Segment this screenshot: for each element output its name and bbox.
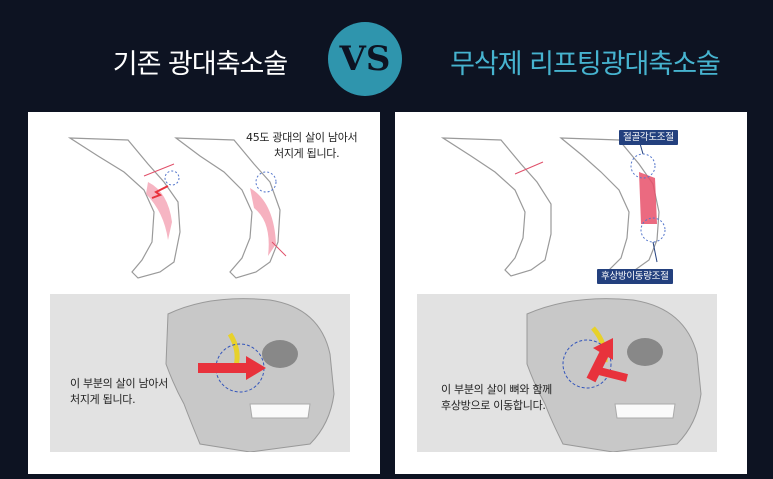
eye-socket-right [627, 338, 663, 366]
right-skull-box: 이 부분의 살이 뼈와 함께 후상방으로 이동합니다. [417, 294, 717, 452]
right-bottom-note-line-2: 후상방으로 이동합니다. [441, 399, 546, 412]
blue-circle-left [164, 170, 180, 186]
red-highlight-2 [250, 188, 276, 256]
blue-circle-left-2 [255, 171, 277, 193]
left-top-note-line-1: 45도 광대의 살이 남아서 [246, 131, 358, 144]
red-arrowhead-skull-left [246, 356, 266, 380]
teeth-right [614, 403, 676, 419]
right-skull-illustration [526, 298, 702, 452]
red-highlight-right [639, 172, 657, 224]
bone-shape-2 [174, 137, 281, 279]
vs-badge: VS [328, 22, 402, 96]
right-bottom-note: 이 부분의 살이 뼈와 함께 후상방으로 이동합니다. [441, 382, 552, 414]
left-skull-box: 이 부분의 살이 남아서 처지게 됩니다. [50, 294, 350, 452]
cut-line-2 [271, 241, 287, 257]
blue-circle-right-bottom [640, 217, 666, 243]
red-arrow-skull-right-2 [594, 366, 628, 382]
red-arrowhead-skull-right [593, 338, 613, 360]
dashed-circle-skull-right [562, 339, 612, 389]
right-panel: 절골각도조절 후상방이동량조절 이 부분의 살이 뼈와 함께 후상방으로 이동합… [395, 112, 747, 474]
right-title: 무삭제 리프팅광대축소술 [450, 49, 721, 80]
arrow-red-left [151, 185, 169, 199]
left-bottom-note-line-2: 처지게 됩니다. [70, 393, 136, 406]
red-highlight-1 [146, 182, 172, 240]
angle-adjust-tag: 절골각도조절 [619, 130, 678, 145]
vs-label: VS [339, 39, 391, 79]
posterior-move-tag: 후상방이동량조절 [597, 269, 673, 284]
left-skull-illustration [165, 298, 335, 452]
left-top-note-line-2: 처지게 됩니다. [274, 147, 340, 160]
cut-line-1 [143, 163, 175, 177]
cut-line-3 [514, 161, 544, 175]
left-top-note: 45도 광대의 살이 남아서 처지게 됩니다. [246, 130, 358, 162]
bone-shape-3 [440, 137, 552, 277]
left-title: 기존 광대축소술 [112, 49, 288, 80]
eye-socket-left [262, 340, 298, 368]
teeth-left [249, 403, 311, 419]
left-bottom-note: 이 부분의 살이 남아서 처지게 됩니다. [70, 376, 168, 408]
left-bottom-note-line-1: 이 부분의 살이 남아서 [70, 377, 168, 390]
left-panel: 45도 광대의 살이 남아서 처지게 됩니다. 이 부분의 살이 남아서 처지게… [28, 112, 380, 474]
left-bone-diagram [67, 137, 287, 279]
right-bottom-note-line-1: 이 부분의 살이 뼈와 함께 [441, 383, 552, 396]
right-bone-diagram [440, 137, 666, 277]
tag-line-bottom [652, 241, 658, 263]
red-arrow-skull-right [586, 349, 610, 383]
